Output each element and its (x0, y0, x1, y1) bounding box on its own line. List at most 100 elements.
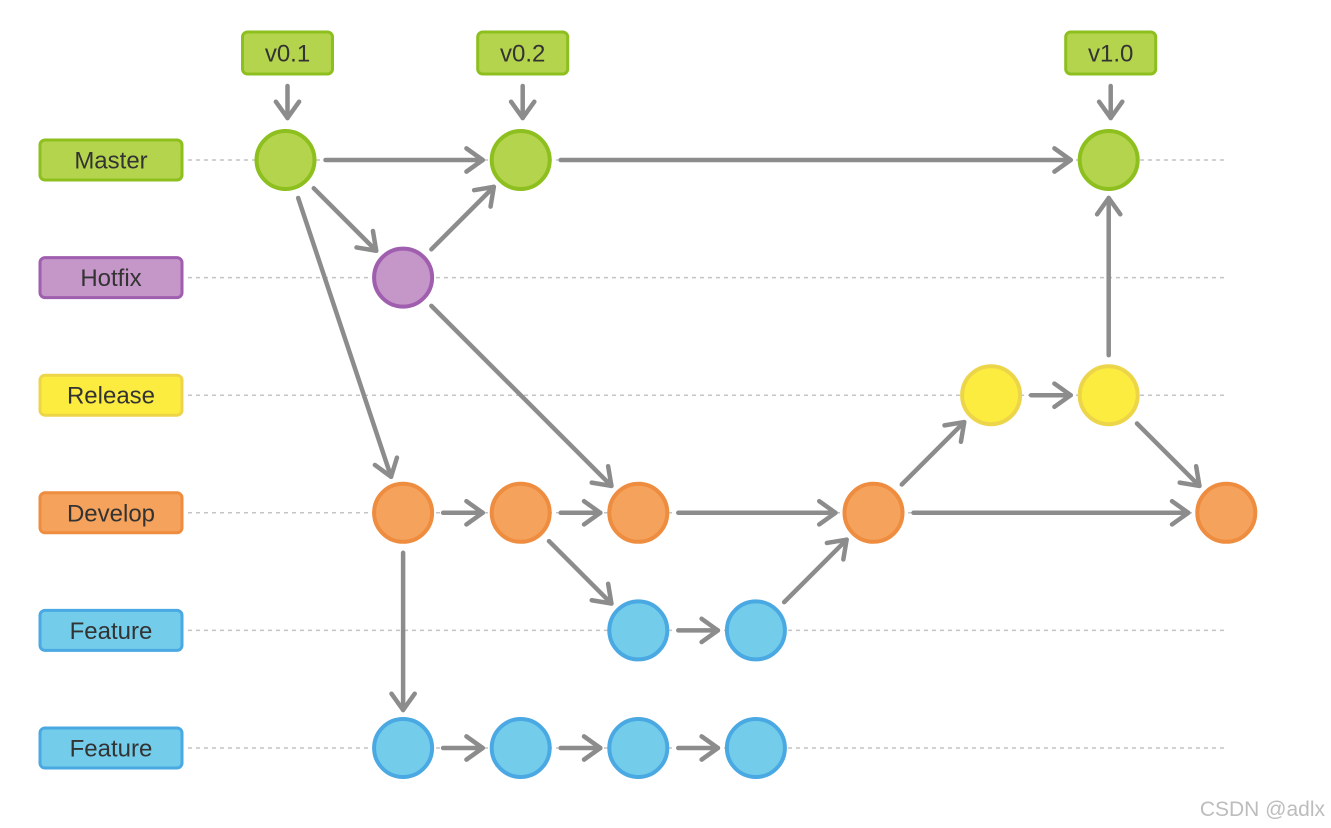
lane-label-text: Master (74, 148, 147, 175)
version-tag-text: v0.1 (265, 41, 310, 68)
commit-r1 (960, 364, 1023, 427)
arrow-head (464, 498, 485, 527)
commit-fa1 (607, 599, 670, 662)
commit-h1 (372, 246, 435, 309)
version-tag-0: v0.1 (241, 30, 334, 76)
edge-fb3-fb4 (676, 734, 721, 762)
arrow-head (354, 228, 379, 253)
arrow-shaft (429, 303, 614, 489)
edge-d1-fb1 (389, 550, 417, 713)
commit-m2 (489, 129, 552, 191)
tag-arrow-0 (273, 83, 302, 121)
lane-label-text: Hotfix (80, 265, 141, 292)
arrow-head (1052, 146, 1073, 174)
arrow-head (699, 734, 721, 762)
arrow-head (581, 498, 603, 527)
edge-d4-d5 (911, 498, 1191, 527)
arrow-head (942, 419, 967, 445)
commit-m1 (254, 129, 317, 191)
edge-h1-d3 (429, 303, 614, 489)
commit-nodes (254, 129, 1258, 779)
version-tag-1: v0.2 (476, 30, 570, 76)
version-tag-2: v1.0 (1064, 30, 1158, 76)
edge-fa1-fa2 (676, 616, 721, 645)
arrow-head (1177, 463, 1202, 489)
edge-m1-d1 (295, 195, 400, 480)
arrow-head (464, 734, 485, 762)
edge-d1-d2 (440, 498, 485, 527)
arrow-head (372, 455, 400, 480)
lane-label-box (38, 373, 184, 417)
lane-lines (188, 159, 1228, 749)
commit-fb1 (372, 717, 435, 779)
arrow-head (1096, 99, 1125, 121)
commit-d4 (842, 481, 905, 544)
lane-label-box (38, 491, 184, 535)
arrow-head (816, 498, 838, 527)
version-tags: v0.1 v0.2 v1.0 (241, 30, 1158, 76)
edge-fb1-fb2 (440, 734, 485, 762)
edge-m1-h1 (311, 186, 379, 253)
lane-label-release: Release (38, 373, 184, 417)
commit-fb4 (724, 717, 787, 779)
version-tag-text: v1.0 (1088, 41, 1133, 68)
arrow-head (508, 99, 537, 121)
arrow-shaft (429, 184, 497, 252)
arrow-head (471, 184, 497, 209)
commit-fb3 (607, 717, 670, 779)
lane-label-hotfix: Hotfix (38, 256, 184, 300)
version-tag-text: v0.2 (500, 41, 545, 68)
edge-m2-m3 (558, 146, 1073, 174)
lane-label-feature1: Feature (38, 608, 184, 652)
edge-d2-fa1 (546, 538, 614, 606)
lane-label-text: Feature (70, 618, 153, 645)
tag-arrow-2 (1096, 83, 1125, 121)
arrow-shaft (781, 537, 849, 605)
commit-d2 (489, 481, 552, 544)
arrow-head (1169, 498, 1191, 527)
arrow-shaft (546, 538, 614, 606)
arrow-head (464, 146, 485, 174)
lane-label-text: Feature (70, 736, 153, 763)
arrow-head (824, 537, 849, 562)
watermark: CSDN @adlx (1199, 798, 1325, 821)
edge-fa2-d4 (781, 537, 849, 605)
arrow-head (589, 463, 614, 489)
commit-d3 (607, 481, 670, 544)
arrow-shaft (295, 195, 394, 480)
tag-arrows (273, 83, 1125, 121)
lane-label-feature2: Feature (38, 726, 184, 770)
lane-label-develop: Develop (38, 491, 184, 535)
commit-r2 (1077, 364, 1140, 427)
edge-d3-d4 (676, 498, 838, 527)
lane-label-box (38, 608, 184, 652)
lane-label-box (38, 256, 184, 300)
edge-d2-d3 (558, 498, 603, 527)
edge-r2-m3 (1094, 195, 1123, 358)
arrow-shaft (311, 186, 379, 253)
edge-fb2-fb3 (558, 734, 603, 762)
arrow-head (581, 734, 603, 762)
edge-m1-m2 (323, 146, 485, 174)
edge-h1-m2 (429, 184, 497, 252)
arrow-shaft (899, 419, 967, 487)
arrow-shaft (1134, 421, 1202, 489)
tag-arrow-1 (508, 83, 537, 121)
edge-r1-r2 (1028, 381, 1073, 410)
commit-fb2 (489, 717, 552, 779)
lane-label-master: Master (38, 138, 184, 182)
arrow-head (1094, 195, 1123, 217)
version-tag-box (476, 30, 570, 76)
lane-label-box (38, 138, 184, 182)
commit-m3 (1077, 129, 1140, 191)
lane-label-box (38, 726, 184, 770)
arrow-head (699, 616, 721, 645)
arrow-head (1052, 381, 1073, 410)
commit-edges (295, 146, 1202, 762)
arrow-head (589, 581, 614, 606)
arrow-head (273, 99, 302, 121)
arrow-head (389, 691, 417, 713)
commit-d1 (372, 481, 435, 544)
version-tag-box (241, 30, 334, 76)
